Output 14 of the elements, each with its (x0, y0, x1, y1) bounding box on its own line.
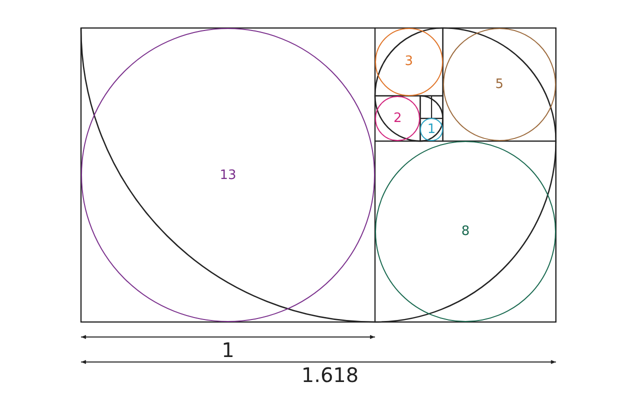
dimension-label: 1 (222, 340, 234, 360)
dimension-label: 1.618 (301, 365, 359, 385)
circle-label: 13 (220, 168, 236, 182)
circle (420, 118, 443, 142)
circle (375, 96, 420, 142)
circle (375, 141, 556, 322)
circle-label: 2 (393, 112, 402, 125)
circle (81, 28, 375, 322)
circle-label: 5 (495, 78, 504, 92)
circle (375, 28, 443, 96)
circle-label: 3 (404, 55, 414, 68)
circle (442, 28, 556, 142)
circle-label: 8 (461, 225, 470, 238)
circle-label: 1 (427, 123, 436, 136)
